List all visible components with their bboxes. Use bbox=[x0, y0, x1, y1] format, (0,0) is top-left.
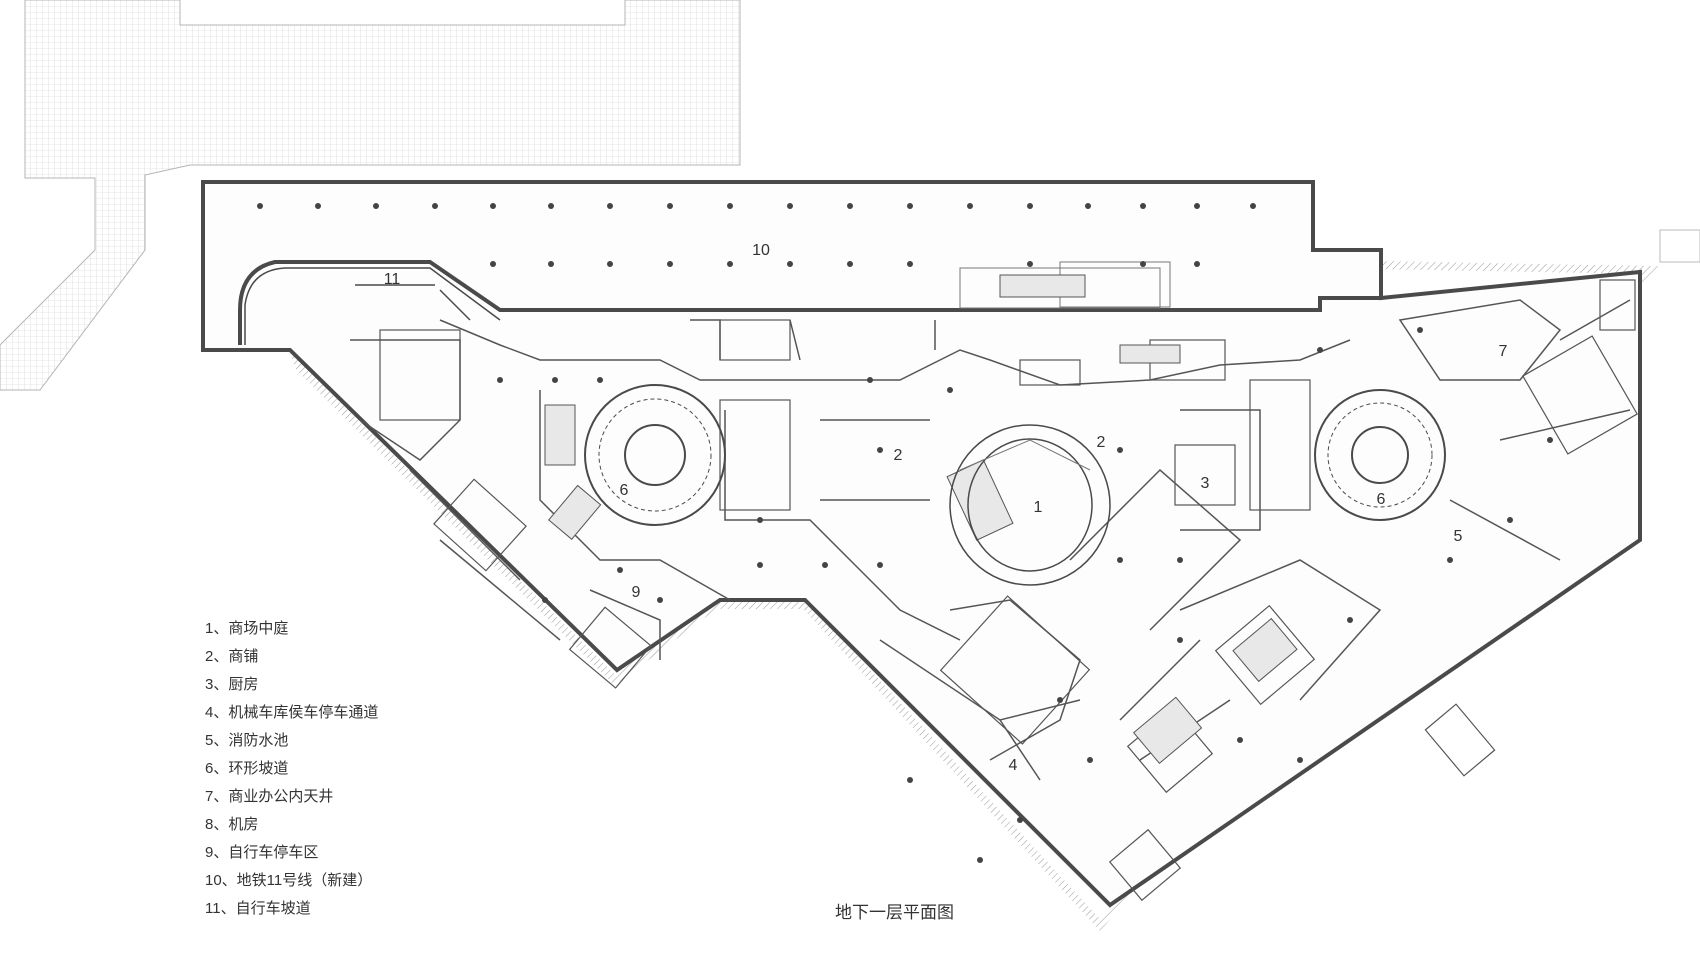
zone-label-2b: 2 bbox=[1097, 434, 1106, 451]
legend-item: 6、环形坡道 bbox=[205, 760, 289, 777]
legend-item: 1、商场中庭 bbox=[205, 620, 289, 637]
zone-label-6a: 6 bbox=[620, 482, 629, 499]
zone-label-7: 7 bbox=[1499, 343, 1508, 360]
legend-item: 7、商业办公内天井 bbox=[205, 788, 334, 805]
zone-label-4: 4 bbox=[1009, 757, 1018, 774]
atrium-central bbox=[949, 424, 1111, 586]
legend-item: 4、机械车库侯车停车通道 bbox=[205, 704, 379, 721]
legend-item: 5、消防水池 bbox=[205, 732, 289, 749]
zone-label-6b: 6 bbox=[1377, 491, 1386, 508]
legend-item: 3、厨房 bbox=[205, 676, 259, 693]
legend-list: 1、商场中庭 2、商铺 3、厨房 4、机械车库侯车停车通道 5、消防水池 6、环… bbox=[205, 615, 378, 923]
interior-columns bbox=[497, 327, 1553, 863]
building-outline bbox=[201, 180, 1642, 908]
zone-labels: 1 2 2 3 4 5 6 6 7 9 10 11 bbox=[384, 242, 1508, 774]
bicycle-ramp bbox=[244, 267, 501, 345]
plaza-grid-area bbox=[0, 0, 1700, 391]
legend-item: 10、地铁11号线（新建） bbox=[205, 872, 373, 889]
zone-label-1: 1 bbox=[1034, 499, 1043, 516]
metro-columns bbox=[257, 203, 1256, 267]
escalators bbox=[544, 274, 1298, 765]
zone-label-2a: 2 bbox=[894, 447, 903, 464]
legend-item: 9、自行车停车区 bbox=[205, 844, 319, 861]
ramp-east bbox=[1314, 389, 1446, 521]
zone-label-10: 10 bbox=[752, 242, 770, 259]
legend-item: 8、机房 bbox=[205, 816, 259, 833]
ramp-west bbox=[584, 384, 726, 526]
plan-caption: 地下一层平面图 bbox=[835, 903, 954, 922]
zone-label-11: 11 bbox=[384, 271, 401, 288]
interior-walls bbox=[350, 299, 1631, 781]
legend-item: 2、商铺 bbox=[205, 648, 259, 665]
legend-item: 11、自行车坡道 bbox=[205, 900, 311, 917]
zone-label-9: 9 bbox=[632, 584, 641, 601]
zone-label-3: 3 bbox=[1201, 475, 1210, 492]
zone-label-5: 5 bbox=[1454, 528, 1463, 545]
